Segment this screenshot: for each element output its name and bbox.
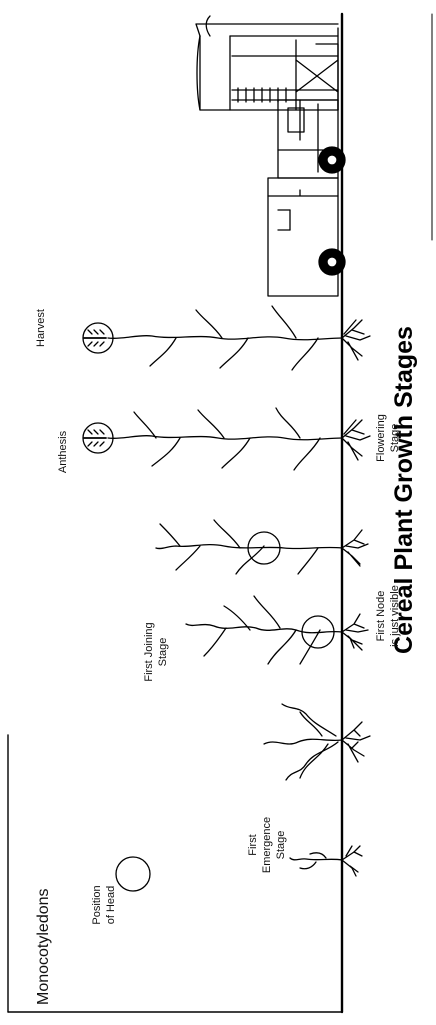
- stage-label-first-emergence-3: Stage: [275, 831, 287, 860]
- truck-window: [288, 108, 304, 132]
- stage-label-first-node-2: is just visible: [389, 585, 401, 647]
- stage-label-first-emergence-1: First: [247, 834, 259, 855]
- stage-label-anthesis: Anthesis: [57, 430, 69, 473]
- legend-label-line-1: Position: [91, 885, 103, 924]
- stage-label-first-node-1: First Node: [375, 591, 387, 642]
- stage-label-first-joining-2: Stage: [157, 638, 169, 667]
- plant-illustrations: [83, 306, 370, 876]
- grain-truck: [268, 100, 345, 296]
- grain-silo: [196, 16, 338, 110]
- text-layer: Cereal Plant Growth Stages Monocotyledon…: [35, 309, 418, 1005]
- stage-label-first-emergence-2: Emergence: [261, 817, 273, 873]
- plant-harvest: [84, 306, 370, 370]
- stage-label-flowering-2: Stage: [389, 424, 401, 453]
- frame-lines: [8, 14, 432, 1012]
- legend-label-line-2: of Head: [105, 886, 117, 925]
- stage-label-harvest: Harvest: [35, 309, 47, 347]
- plant-tillering: [264, 704, 370, 780]
- plant-stem-elongation: [156, 520, 368, 574]
- plant-first-joining: [186, 596, 368, 664]
- position-of-head-circle: [116, 857, 150, 891]
- stage-label-first-joining-1: First Joining: [143, 622, 155, 681]
- stage-label-flowering-1: Flowering: [375, 414, 387, 462]
- plant-anthesis: [84, 408, 370, 470]
- plant-first-emergence: [290, 846, 362, 876]
- group-label: Monocotyledons: [35, 888, 52, 1005]
